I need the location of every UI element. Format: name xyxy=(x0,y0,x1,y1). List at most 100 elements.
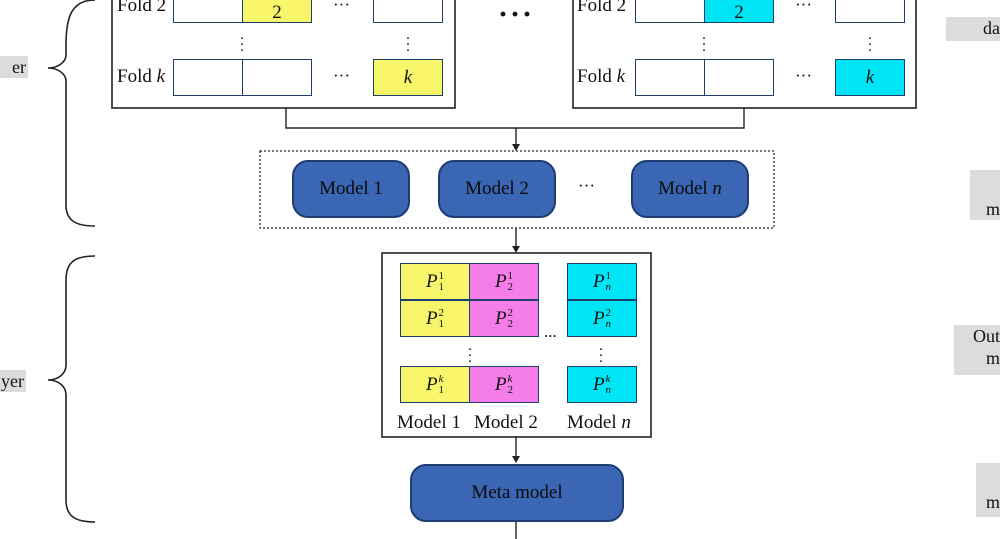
prediction-symbol: P xyxy=(494,373,507,395)
prediction-symbol: P xyxy=(592,270,605,292)
brace-second-layer xyxy=(47,255,96,523)
left-fold-row-2-cell-2: 2 xyxy=(242,0,312,23)
right-tag-2: m xyxy=(970,170,1000,220)
left-fold-row-k-index: k xyxy=(156,66,166,87)
right-tag-4: m xyxy=(976,463,1000,517)
prediction-superscript: 1 xyxy=(438,269,445,282)
base-model-n-index: n xyxy=(712,178,722,199)
prediction-symbol: P xyxy=(425,373,438,395)
prediction-subscript: 2 xyxy=(507,317,514,330)
prediction-vdots-1: ... xyxy=(468,338,472,366)
base-model-n-label: Model xyxy=(658,178,713,199)
prediction-subscript: n xyxy=(605,317,612,330)
left-fold-row-2-highlight: 2 xyxy=(272,1,282,23)
right-tag-3-line2: m xyxy=(985,348,1000,368)
meta-model-label: Meta model xyxy=(471,482,563,503)
right-fold-row-k-cell-1 xyxy=(635,59,705,96)
left-fold-row-2-dots: ··· xyxy=(333,0,350,14)
right-fold-row-2-text: Fold xyxy=(577,0,612,16)
prediction-subscript: 2 xyxy=(507,383,514,396)
prediction-col-label-1: Model 1 xyxy=(397,412,461,433)
right-fold-row-2-label: Fold 2 xyxy=(577,0,626,17)
prediction-subscript: 1 xyxy=(438,280,445,293)
right-fold-row-k-highlight: k xyxy=(865,66,875,88)
left-fold-row-k-highlight: k xyxy=(403,66,413,88)
prediction-symbol: P xyxy=(494,307,507,329)
base-model-1-label: Model 1 xyxy=(319,178,383,199)
right-fold-row-k-index: k xyxy=(616,66,626,87)
left-layer-tag-2: yer xyxy=(0,370,26,392)
prediction-col-label-n-text: Model xyxy=(567,412,622,433)
right-fold-row-2-cell-last xyxy=(835,0,905,23)
left-fold-vdots-2: ... xyxy=(406,27,410,55)
left-fold-row-k-text: Fold xyxy=(117,66,152,87)
right-fold-row-k-text: Fold xyxy=(577,66,612,87)
prediction-superscript: 2 xyxy=(507,306,514,319)
prediction-dots: ... xyxy=(544,322,557,341)
prediction-col-label-2: Model 2 xyxy=(474,412,538,433)
prediction-symbol: P xyxy=(494,270,507,292)
prediction-subscript: n xyxy=(605,280,612,293)
right-tag-3: Out m xyxy=(954,325,1000,375)
prediction-col-label-n-index: n xyxy=(621,412,631,433)
right-fold-row-2-highlight: 2 xyxy=(734,1,744,23)
right-fold-row-k-cell-last: k xyxy=(835,59,905,96)
left-fold-row-k-cell-1 xyxy=(173,59,243,96)
prediction-superscript: 2 xyxy=(605,306,612,319)
meta-model: Meta model xyxy=(410,464,624,522)
prediction-symbol: P xyxy=(425,270,438,292)
right-tag-1: da xyxy=(946,17,1000,41)
right-fold-row-k-dots: ··· xyxy=(795,66,812,85)
left-fold-row-2-label: Fold 2 xyxy=(117,0,166,17)
base-model-1: Model 1 xyxy=(292,160,410,218)
right-fold-row-k-cell-2 xyxy=(704,59,774,96)
prediction-vdots-2: ... xyxy=(599,338,603,366)
brace-first-layer xyxy=(47,0,96,227)
left-fold-row-2-index: 2 xyxy=(156,0,167,16)
right-fold-row-2-cell-2: 2 xyxy=(704,0,774,23)
prediction-superscript: 2 xyxy=(438,306,445,319)
right-fold-vdots-1: ... xyxy=(702,27,706,55)
left-fold-box xyxy=(111,0,456,109)
right-fold-vdots-2: ... xyxy=(868,27,872,55)
prediction-symbol: P xyxy=(425,307,438,329)
base-model-n: Model n xyxy=(631,160,749,218)
prediction-subscript: 1 xyxy=(438,383,445,396)
prediction-superscript: 1 xyxy=(605,269,612,282)
prediction-symbol: P xyxy=(592,373,605,395)
prediction-subscript: n xyxy=(605,383,612,396)
fold-merge-line xyxy=(285,108,745,129)
left-fold-row-k-label: Fold k xyxy=(117,66,165,88)
prediction-superscript: k xyxy=(507,372,513,385)
left-fold-row-k-dots: ··· xyxy=(333,66,350,85)
left-fold-row-2-cell-1 xyxy=(173,0,243,23)
right-tag-3-line1: Out xyxy=(973,326,1000,346)
fold-tables-ellipsis: ··· xyxy=(498,0,535,31)
base-models-dots: ··· xyxy=(578,176,595,195)
base-model-2-label: Model 2 xyxy=(465,178,529,199)
prediction-subscript: 1 xyxy=(438,317,445,330)
prediction-superscript: k xyxy=(438,372,444,385)
prediction-subscript: 2 xyxy=(507,280,514,293)
left-fold-row-2-text: Fold xyxy=(117,0,152,16)
prediction-col-label-n: Model n xyxy=(567,412,631,434)
